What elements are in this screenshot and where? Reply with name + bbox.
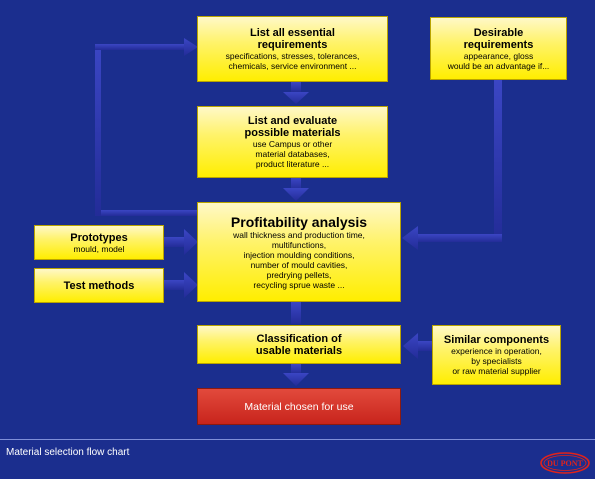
dupont-logo-icon: DU PONT	[540, 452, 590, 474]
box-body-line: predrying pellets,	[266, 269, 332, 280]
box-body-line: use Campus or other	[252, 139, 333, 149]
box-title-line: List all essential	[250, 27, 335, 39]
box-material-chosen: Material chosen for use	[197, 388, 401, 425]
arrow-desirable-to-profitability	[402, 80, 502, 250]
arrow-test-methods-to-profitability	[164, 272, 198, 298]
box-title-line: Desirable	[473, 26, 524, 39]
footer-caption: Material selection flow chart	[6, 447, 130, 458]
arrow-profitability-to-classification	[291, 302, 301, 324]
box-body-line: material databases,	[255, 149, 330, 159]
box-body-line: chemicals, service environment ...	[228, 61, 357, 71]
box-title-line: Profitability analysis	[230, 213, 368, 230]
material-chosen-label: Material chosen for use	[244, 400, 354, 413]
box-title-line: possible materials	[244, 127, 341, 139]
box-title-line: Prototypes	[70, 231, 128, 244]
box-body-line: specifications, stresses, tolerances,	[225, 51, 360, 61]
box-body-line: injection moulding conditions,	[243, 249, 355, 260]
box-title-line: usable materials	[255, 344, 343, 357]
box-test-methods: Test methods	[34, 268, 164, 303]
box-body-line: experience in operation,	[451, 346, 542, 356]
box-title-line: Classification of	[256, 332, 342, 345]
arrow-classification-to-chosen	[283, 364, 309, 386]
box-title-line: requirements	[257, 39, 328, 51]
dupont-logo-text: DU PONT	[547, 459, 583, 468]
arrow-evaluate-to-profitability	[283, 178, 309, 201]
arrow-similar-to-classification	[403, 333, 432, 359]
box-body-line: appearance, gloss	[463, 50, 534, 61]
box-body-line: multifunctions,	[271, 239, 327, 250]
box-body-line: product literature ...	[255, 159, 330, 169]
box-body-line: wall thickness and production time,	[233, 229, 365, 240]
box-body-line: recycling sprue waste ...	[253, 279, 345, 290]
arrow-prototypes-to-profitability	[164, 229, 198, 255]
box-body-line: by specialists	[471, 356, 522, 366]
box-body-line: would be an advantage if...	[447, 60, 550, 71]
box-title-line: Similar components	[443, 334, 550, 346]
footer-divider	[0, 439, 595, 440]
box-title-line: List and evaluate	[247, 115, 338, 127]
box-body-line: number of mould cavities,	[250, 259, 348, 270]
arrow-loop-back-to-essential	[95, 38, 198, 216]
box-body-line: mould, model	[73, 243, 125, 254]
box-title-line: Test methods	[63, 279, 135, 292]
box-title-line: requirements	[463, 38, 534, 51]
box-body-line: or raw material supplier	[452, 366, 541, 376]
arrow-essential-to-evaluate	[283, 82, 309, 104]
